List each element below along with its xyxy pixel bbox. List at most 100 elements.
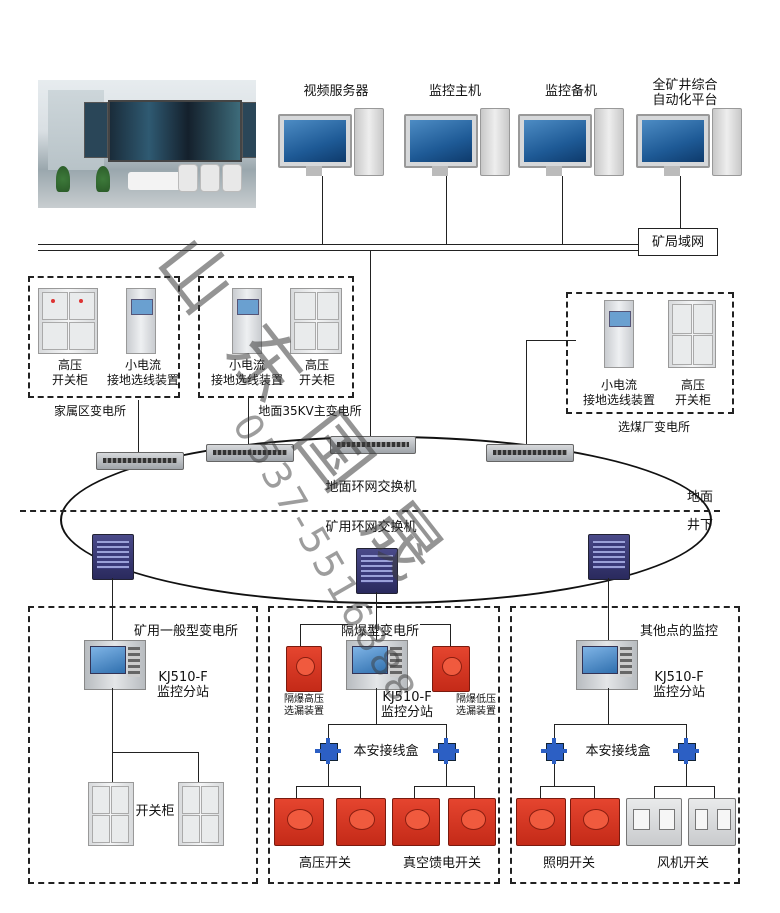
switch-cabinet-image bbox=[178, 782, 224, 846]
mine-switch-2 bbox=[356, 548, 398, 594]
lan-label: 矿局域网 bbox=[651, 235, 704, 250]
connector bbox=[198, 752, 199, 782]
connector bbox=[446, 176, 447, 244]
small-current-device-image bbox=[604, 300, 634, 368]
switch-cabinet-image bbox=[88, 782, 134, 846]
fan-switch-image bbox=[688, 798, 736, 846]
flameproof-substation-box bbox=[268, 606, 500, 884]
connector bbox=[376, 688, 377, 724]
connector bbox=[112, 752, 113, 782]
connector bbox=[328, 724, 329, 740]
lan-box: 矿局域网 bbox=[638, 228, 718, 256]
coal-small-current-label: 小电流 接地选线装置 bbox=[582, 378, 655, 407]
control-room-photo bbox=[38, 80, 256, 208]
mine-switch-1 bbox=[92, 534, 134, 580]
junction-box-icon bbox=[433, 738, 459, 764]
coal-hv-label: 高压 开关柜 bbox=[674, 378, 711, 407]
connector bbox=[540, 786, 541, 798]
surface-divider-dashed bbox=[20, 510, 720, 512]
monitor-backup-label: 监控备机 bbox=[544, 84, 597, 99]
family-hv-label: 高压 开关柜 bbox=[51, 358, 88, 387]
top-bus-line bbox=[38, 244, 638, 245]
vacuum-switch-image bbox=[392, 798, 440, 846]
hv-switch-image bbox=[336, 798, 386, 846]
mine-platform-label: 全矿井综合 自动化平台 bbox=[652, 78, 718, 108]
coal-substation-title: 选煤厂变电所 bbox=[617, 420, 690, 434]
connector bbox=[526, 340, 576, 341]
hv-switch-label: 高压开关 bbox=[298, 856, 351, 871]
connector bbox=[248, 398, 249, 444]
family-small-current-label: 小电流 接地选线装置 bbox=[106, 358, 179, 387]
connector bbox=[714, 786, 715, 798]
main35-small-current-label: 小电流 接地选线装置 bbox=[210, 358, 283, 387]
monitor-backup-computer bbox=[518, 108, 628, 178]
junction-box-icon bbox=[541, 738, 567, 764]
small-current-device-image bbox=[232, 288, 262, 354]
general-substation-box bbox=[28, 606, 258, 884]
mine-ring-switch-label: 矿用环网交换机 bbox=[325, 520, 417, 535]
main35-substation-title: 地面35KV主变电所 bbox=[258, 404, 362, 418]
general-station-label: KJ510-F 监控分站 bbox=[156, 670, 209, 700]
connector bbox=[594, 786, 595, 798]
monitor-host-computer bbox=[404, 108, 514, 178]
small-current-device-image bbox=[126, 288, 156, 354]
other-monitoring-title: 其他点的监控 bbox=[639, 624, 718, 639]
lighting-switch-label: 照明开关 bbox=[542, 856, 595, 871]
connector bbox=[686, 764, 687, 786]
connector bbox=[322, 176, 323, 244]
connector bbox=[446, 764, 447, 786]
flameproof-substation-title: 隔爆型变电所 bbox=[340, 624, 419, 639]
hv-cabinet-image bbox=[668, 300, 716, 368]
fan-switch-image bbox=[626, 798, 682, 846]
surface-label: 地面 bbox=[686, 490, 713, 505]
connector bbox=[300, 624, 301, 646]
connector bbox=[300, 624, 348, 625]
junction-box-icon bbox=[315, 738, 341, 764]
mine-platform-computer bbox=[636, 108, 746, 178]
vacuum-switch-image bbox=[448, 798, 496, 846]
lighting-switch-image bbox=[516, 798, 566, 846]
flameproof-lv-device-image bbox=[432, 646, 470, 692]
other-station-label: KJ510-F 监控分站 bbox=[652, 670, 705, 700]
video-server-label: 视频服务器 bbox=[303, 84, 369, 99]
connector bbox=[360, 786, 361, 798]
connector bbox=[112, 578, 113, 640]
surface-ring-switch-label: 地面环网交换机 bbox=[325, 480, 417, 495]
connector bbox=[608, 688, 609, 724]
connector bbox=[328, 764, 329, 786]
main35-substation-box bbox=[198, 276, 354, 398]
connector bbox=[554, 724, 686, 725]
connector bbox=[112, 688, 113, 752]
other-jbox-label: 本安接线盒 bbox=[585, 744, 651, 759]
flameproof-hv-label: 隔爆高压 选漏装置 bbox=[284, 694, 324, 717]
underground-label: 井下 bbox=[686, 518, 713, 533]
hv-cabinet-image bbox=[290, 288, 342, 354]
flameproof-jbox-label: 本安接线盒 bbox=[353, 744, 419, 759]
hv-cabinet-image bbox=[38, 288, 98, 354]
connector bbox=[540, 786, 594, 787]
lighting-switch-image bbox=[570, 798, 620, 846]
surface-switch-2 bbox=[206, 444, 294, 462]
connector bbox=[112, 752, 198, 753]
connector bbox=[296, 786, 360, 787]
switch-cabinet-label: 开关柜 bbox=[135, 804, 175, 819]
connector bbox=[554, 764, 555, 786]
mine-switch-3 bbox=[588, 534, 630, 580]
connector bbox=[654, 786, 655, 798]
flameproof-hv-device-image bbox=[286, 646, 322, 692]
family-substation-box bbox=[28, 276, 180, 398]
video-server-computer bbox=[278, 108, 388, 178]
connector bbox=[328, 724, 446, 725]
connector bbox=[370, 250, 371, 438]
connector bbox=[654, 786, 714, 787]
kj510-station-image bbox=[346, 640, 408, 690]
connector bbox=[376, 592, 377, 640]
connector bbox=[554, 724, 555, 740]
surface-switch-1 bbox=[96, 452, 184, 470]
fan-switch-label: 风机开关 bbox=[656, 856, 709, 871]
connector bbox=[138, 400, 139, 452]
kj510-station-image bbox=[84, 640, 146, 690]
connector bbox=[446, 724, 447, 740]
connector bbox=[414, 786, 415, 798]
connector bbox=[420, 624, 450, 625]
